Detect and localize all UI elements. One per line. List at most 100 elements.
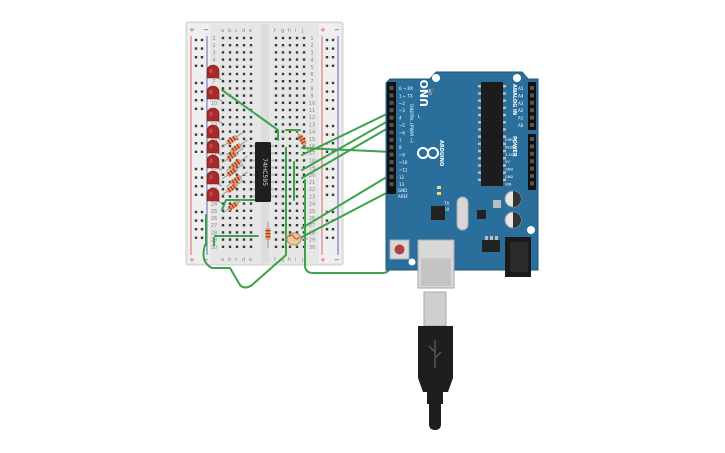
rail-hole[interactable] (200, 150, 204, 153)
breadboard-hole[interactable] (288, 231, 292, 234)
rail-hole[interactable] (325, 219, 329, 222)
breadboard-hole[interactable] (288, 87, 292, 90)
breadboard-hole[interactable] (281, 44, 285, 47)
breadboard-hole[interactable] (281, 152, 285, 155)
breadboard-hole[interactable] (249, 202, 253, 205)
photoresistor-icon[interactable] (285, 232, 308, 246)
rail-hole[interactable] (325, 193, 329, 196)
breadboard-hole[interactable] (242, 159, 246, 162)
digital-pin[interactable] (389, 137, 394, 142)
breadboard-hole[interactable] (228, 231, 232, 234)
breadboard-hole[interactable] (288, 202, 292, 205)
rail-hole[interactable] (200, 64, 204, 67)
rail-hole[interactable] (331, 47, 335, 50)
breadboard-hole[interactable] (274, 87, 278, 90)
breadboard-hole[interactable] (274, 44, 278, 47)
breadboard-hole[interactable] (221, 159, 225, 162)
breadboard-hole[interactable] (281, 51, 285, 54)
breadboard-hole[interactable] (281, 231, 285, 234)
right-header-pins[interactable] (530, 86, 534, 186)
breadboard-hole[interactable] (235, 101, 239, 104)
breadboard-hole[interactable] (242, 108, 246, 112)
rail-hole[interactable] (331, 210, 335, 214)
breadboard-hole[interactable] (242, 202, 246, 205)
wire[interactable] (221, 199, 259, 211)
breadboard-hole[interactable] (249, 195, 253, 198)
rail-hole[interactable] (194, 90, 198, 93)
rail-hole[interactable] (194, 150, 198, 153)
rail-hole[interactable] (194, 38, 198, 42)
breadboard-hole[interactable] (221, 130, 225, 133)
breadboard-hole[interactable] (295, 137, 299, 140)
breadboard-hole[interactable] (302, 80, 306, 83)
breadboard-hole[interactable] (274, 166, 278, 169)
power-pin[interactable] (530, 174, 534, 178)
breadboard-hole[interactable] (242, 166, 246, 169)
breadboard-hole[interactable] (281, 58, 285, 61)
breadboard-hole[interactable] (242, 216, 246, 220)
wire[interactable] (301, 109, 396, 156)
breadboard-hole[interactable] (249, 245, 253, 248)
breadboard-hole[interactable] (228, 116, 232, 119)
digital-pin[interactable] (389, 123, 394, 127)
breadboard-hole[interactable] (228, 216, 232, 220)
resistor-icon[interactable] (222, 196, 246, 215)
breadboard-hole[interactable] (281, 144, 285, 148)
rail-hole[interactable] (194, 167, 198, 171)
breadboard-hole[interactable] (281, 166, 285, 169)
breadboard-hole[interactable] (274, 137, 278, 140)
breadboard-hole[interactable] (288, 123, 292, 126)
breadboard-hole[interactable] (302, 72, 306, 76)
breadboard-hole[interactable] (228, 152, 232, 155)
rail-hole[interactable] (325, 167, 329, 171)
breadboard-hole[interactable] (295, 159, 299, 162)
breadboard-hole[interactable] (242, 238, 246, 241)
breadboard-hole[interactable] (281, 72, 285, 76)
breadboard-hole[interactable] (242, 80, 246, 83)
breadboard-hole[interactable] (274, 159, 278, 162)
led-group[interactable] (206, 64, 223, 204)
breadboard-hole[interactable] (242, 152, 246, 155)
breadboard-hole[interactable] (295, 166, 299, 169)
breadboard-hole[interactable] (235, 94, 239, 97)
rail-hole[interactable] (331, 236, 335, 239)
breadboard-hole[interactable] (228, 238, 232, 241)
rail-hole[interactable] (325, 236, 329, 239)
resistor-icon[interactable] (225, 170, 249, 189)
breadboard-hole[interactable] (221, 173, 225, 176)
breadboard-hole[interactable] (221, 116, 225, 119)
breadboard-hole[interactable] (228, 144, 232, 148)
breadboard-hole[interactable] (228, 101, 232, 104)
rail-hole[interactable] (331, 81, 335, 85)
rail-hole[interactable] (325, 64, 329, 67)
rail-hole[interactable] (200, 167, 204, 171)
breadboard-hole[interactable] (242, 94, 246, 97)
breadboard-hole[interactable] (281, 94, 285, 97)
led-icon[interactable] (206, 154, 223, 171)
breadboard-hole[interactable] (295, 116, 299, 119)
breadboard-hole[interactable] (221, 224, 225, 227)
breadboard-hole[interactable] (295, 87, 299, 90)
breadboard-hole[interactable] (249, 101, 253, 104)
breadboard-hole[interactable] (242, 209, 246, 212)
breadboard-hole[interactable] (274, 130, 278, 133)
breadboard-hole[interactable] (221, 195, 225, 198)
breadboard-hole[interactable] (274, 108, 278, 112)
rail-hole[interactable] (331, 90, 335, 93)
breadboard-hole[interactable] (221, 137, 225, 140)
breadboard-hole[interactable] (242, 87, 246, 90)
breadboard-hole[interactable] (302, 44, 306, 47)
wire[interactable] (301, 174, 391, 229)
wire[interactable] (202, 244, 287, 289)
breadboard-hole[interactable] (274, 58, 278, 61)
rail-hole[interactable] (325, 56, 329, 59)
breadboard-hole[interactable] (242, 195, 246, 198)
breadboard-hole[interactable] (288, 94, 292, 97)
resistor-icon[interactable] (221, 162, 245, 181)
rail-hole[interactable] (194, 107, 198, 110)
rail-hole[interactable] (200, 99, 204, 102)
breadboard-hole[interactable] (249, 188, 253, 191)
breadboard-hole[interactable] (274, 116, 278, 119)
breadboard-hole[interactable] (295, 58, 299, 61)
rail-hole[interactable] (331, 64, 335, 67)
